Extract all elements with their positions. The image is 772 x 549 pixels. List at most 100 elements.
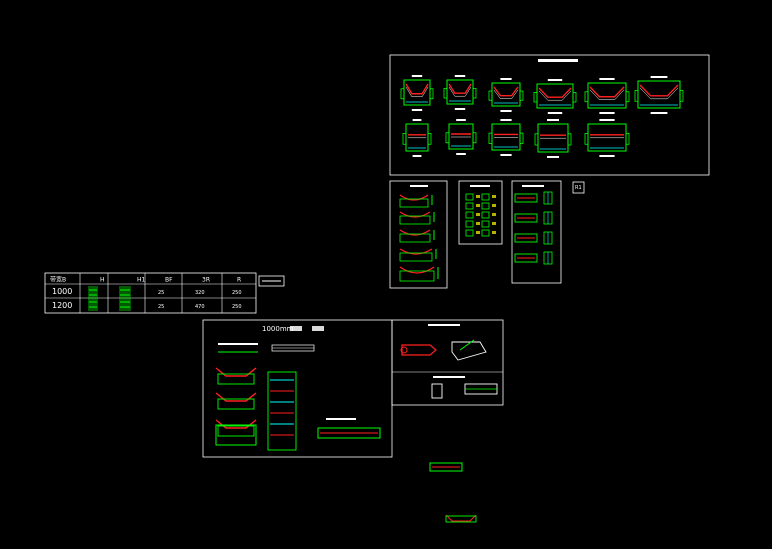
troughed-belt	[399, 211, 431, 218]
detail-title	[428, 324, 460, 326]
idler-frame	[587, 82, 627, 109]
idler-roller	[639, 84, 679, 97]
idler-bracket	[533, 92, 538, 103]
loose-trough	[445, 514, 477, 522]
part-tag	[492, 213, 496, 216]
panel-a[interactable]	[389, 180, 448, 289]
belt-line	[639, 87, 679, 100]
idler-frame	[491, 82, 521, 107]
part-tag	[476, 204, 480, 207]
idler-bracket	[402, 133, 407, 145]
panel-a-title	[410, 185, 428, 187]
panel-b-title	[470, 185, 490, 187]
sheet-1000mm[interactable]: 1000mm	[202, 319, 393, 458]
belt-line	[589, 89, 625, 100]
detail-views	[400, 339, 498, 399]
idler-bracket	[572, 92, 577, 103]
view-caption	[500, 154, 512, 156]
title-glyphs	[290, 326, 302, 331]
view-caption	[650, 112, 668, 114]
sheet-idler-sections[interactable]	[389, 54, 710, 176]
loose-trough-frame	[445, 515, 477, 523]
belt-line	[538, 90, 572, 101]
idler-frame	[446, 79, 474, 105]
part-symbol	[481, 202, 490, 210]
support-frame	[399, 198, 429, 208]
view-caption	[500, 110, 512, 112]
sheet-1000-views	[215, 343, 381, 451]
h1-values-cell	[119, 286, 131, 311]
belt-line	[405, 86, 429, 97]
idler-bracket	[679, 90, 684, 102]
view-caption	[547, 156, 559, 158]
panel-b-border	[458, 180, 503, 245]
view-caption	[547, 112, 563, 114]
idler-roller	[405, 83, 429, 95]
part-symbol	[465, 193, 474, 201]
part-symbol	[481, 220, 490, 228]
header-h: H	[100, 277, 105, 284]
header-r: R	[237, 277, 241, 284]
bracket-view	[514, 193, 538, 203]
view-label	[599, 119, 615, 121]
row-1000-3r: 320	[195, 290, 205, 296]
idler-bracket	[534, 133, 539, 146]
spec-table[interactable]: 带宽B H H1 BF 3R R 1000 1200 25 25 320 470…	[44, 272, 285, 314]
panel-c-border	[511, 180, 562, 284]
idler-frame	[217, 425, 255, 437]
loose-entities[interactable]	[429, 462, 477, 523]
pin-detail	[400, 346, 408, 354]
troughed-belt	[399, 248, 433, 255]
header-h1: H1	[137, 277, 146, 284]
support-frame	[399, 233, 431, 243]
elevation-frame	[267, 371, 297, 451]
panel-c-views	[514, 191, 553, 265]
idler-bracket	[634, 90, 639, 102]
loose-idler	[429, 462, 463, 472]
view-caption	[456, 153, 466, 155]
view-label	[411, 75, 423, 77]
part-tag	[492, 222, 496, 225]
view-caption	[599, 155, 615, 157]
trough-idler	[215, 367, 257, 377]
belt-line	[493, 89, 519, 99]
bracket-detail	[451, 341, 487, 361]
view-label	[454, 75, 466, 77]
row-1200-3r: 470	[195, 304, 205, 310]
title-glyphs	[312, 326, 324, 331]
idler-views[interactable]	[400, 75, 684, 158]
view-caption	[412, 155, 422, 157]
part-symbol	[481, 229, 490, 237]
row-1000-width: 1000	[52, 287, 72, 296]
troughed-belt	[399, 229, 431, 236]
idler-bracket	[584, 133, 589, 145]
view-label	[599, 78, 615, 80]
spec-table-border	[44, 272, 257, 314]
part-tag	[476, 222, 480, 225]
wedge-detail	[401, 344, 437, 356]
small-label-block[interactable]: R1	[572, 181, 585, 194]
idler-frame	[536, 83, 574, 109]
part-symbol	[465, 202, 474, 210]
small-label: R1	[575, 185, 582, 191]
sheet-details[interactable]	[391, 319, 504, 406]
bracket-view	[514, 213, 538, 223]
panel-c[interactable]	[511, 180, 562, 284]
trough-idler	[215, 419, 257, 429]
view-caption	[454, 108, 466, 110]
idler-bracket	[472, 88, 477, 99]
idler-bracket	[488, 90, 493, 101]
part-tag	[492, 231, 496, 234]
bracket-view	[514, 233, 538, 243]
panel-a-border	[389, 180, 448, 289]
part-tag	[492, 204, 496, 207]
bracket-edge	[459, 339, 475, 351]
part-symbol	[481, 193, 490, 201]
idler-bracket	[445, 132, 450, 144]
base-plan	[317, 427, 381, 439]
idler-bracket	[429, 88, 434, 100]
panel-b[interactable]	[458, 180, 503, 245]
small-label-box	[572, 181, 585, 194]
